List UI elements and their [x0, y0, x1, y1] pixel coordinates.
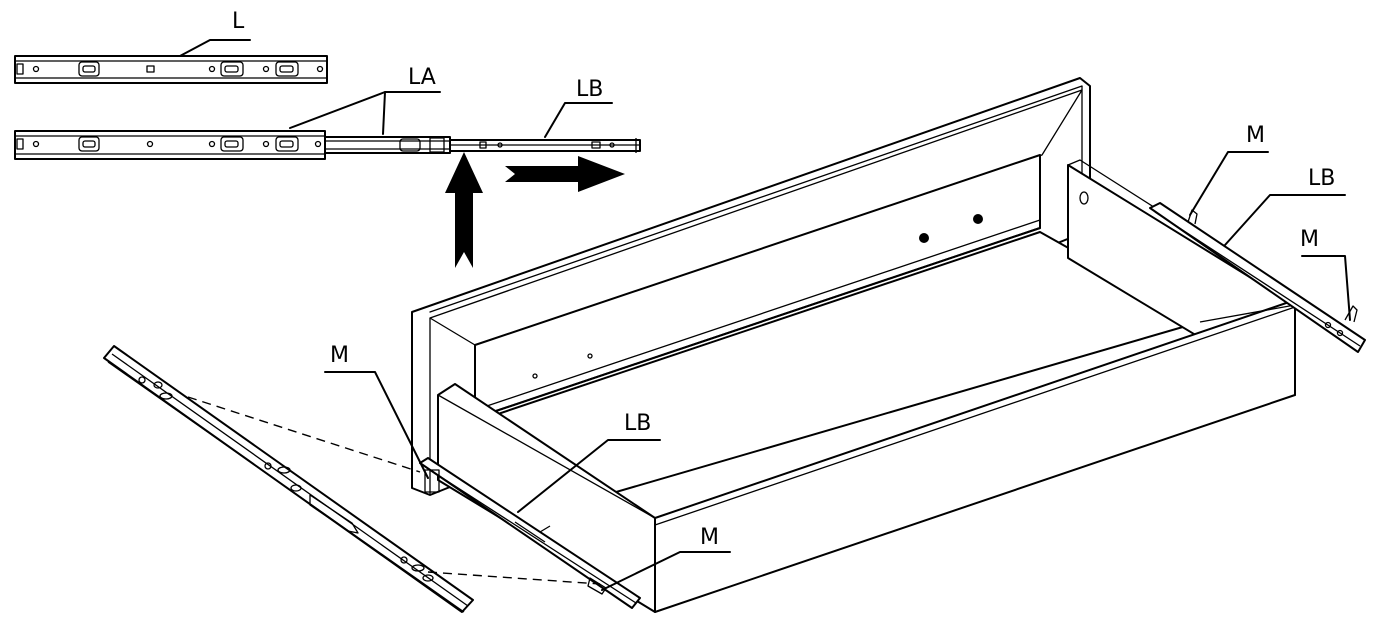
- label-la: LA: [408, 65, 436, 90]
- rail-right-side: [1149, 202, 1366, 353]
- label-m-bottom: M: [700, 525, 719, 550]
- label-lb-center: LB: [624, 411, 651, 436]
- rail-left-mounted: [419, 457, 641, 609]
- rail-detached: [103, 345, 474, 613]
- rail-l: [14, 55, 328, 84]
- label-lb-top: LB: [576, 77, 603, 102]
- arrow-up-icon: [445, 152, 483, 268]
- connector-line-lower: [427, 571, 601, 585]
- arrow-right-icon: [505, 156, 625, 192]
- label-m-right-low: M: [1300, 227, 1319, 252]
- label-m-left-top: M: [330, 343, 349, 368]
- drawer-box: [411, 77, 1301, 613]
- label-lb-right: LB: [1308, 166, 1335, 191]
- rail-extended: [14, 130, 641, 160]
- leader-lines: [179, 39, 1351, 591]
- label-m-right-top: M: [1246, 123, 1265, 148]
- label-l: L: [232, 9, 245, 34]
- connector-line-upper: [187, 396, 421, 473]
